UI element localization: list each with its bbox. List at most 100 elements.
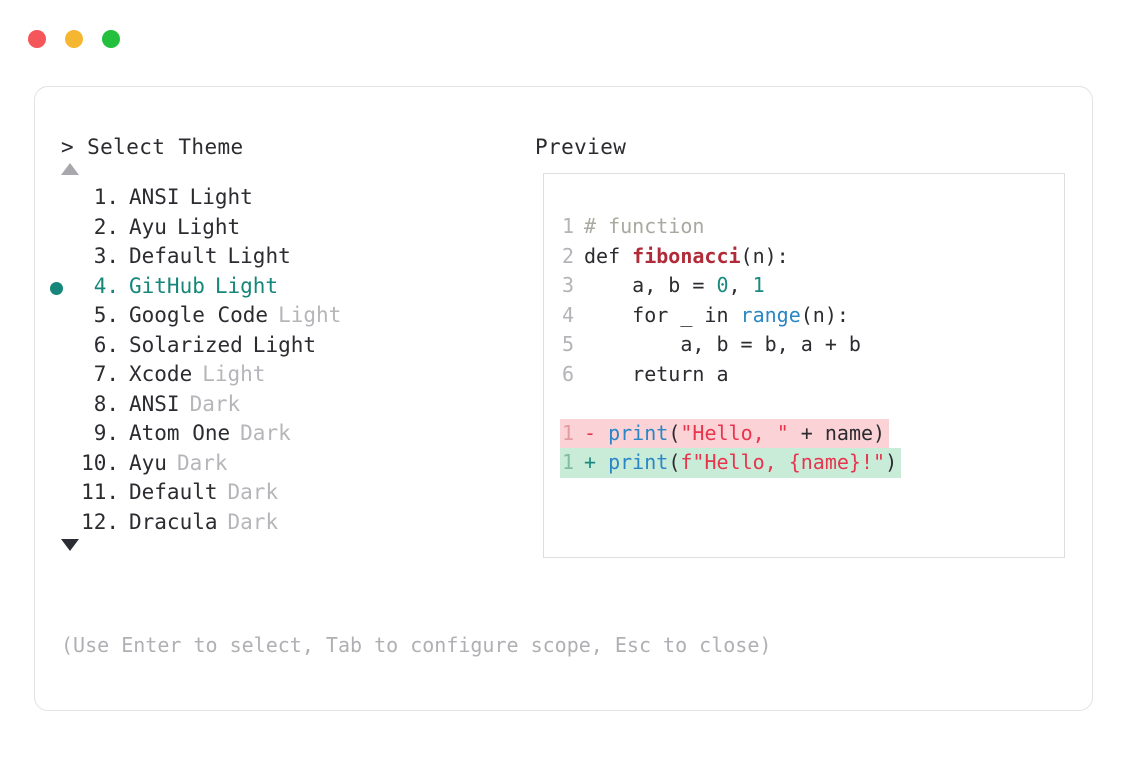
theme-list-item[interactable]: 10. Ayu Dark	[35, 451, 505, 481]
code-token: -	[584, 420, 609, 445]
theme-item-index: 6.	[81, 332, 119, 357]
selected-bullet-icon	[49, 281, 63, 295]
theme-item-variant: Dark	[227, 480, 279, 504]
code-token: + name)	[788, 420, 886, 445]
code-token: (	[668, 420, 681, 445]
code-token: 1	[752, 273, 765, 297]
code-line-number: 1	[561, 450, 574, 474]
theme-list-item[interactable]: 6. Solarized Light	[35, 333, 505, 363]
diff-added-line: 1 + print(f"Hello, {name}!")	[560, 448, 902, 478]
code-diff-line-wrapper: 1- print("Hello, " + name)	[560, 418, 901, 448]
theme-item-index: 5.	[81, 303, 119, 327]
theme-picker-card: > Select Theme Preview 1. ANSI Light 2. Ayu…	[34, 86, 1093, 711]
code-token: f"Hello, {name}!"	[680, 450, 886, 474]
code-token: )	[885, 450, 898, 474]
theme-item-index: 4.	[81, 273, 119, 298]
theme-item-name: ANSI	[129, 391, 180, 416]
theme-item-name: GitHub	[129, 273, 205, 298]
theme-item-index: 11.	[81, 480, 119, 504]
triangle-up-icon[interactable]	[61, 163, 79, 175]
code-line-number: 3	[561, 273, 574, 297]
theme-item-name: Default	[129, 244, 218, 268]
code-token: range	[740, 302, 801, 327]
code-line: 5 a, b = b, a + b	[560, 330, 901, 360]
theme-item-index: 12.	[81, 509, 119, 534]
diff-removed-line: 1- print("Hello, " + name)	[560, 418, 890, 448]
code-line: 1# function	[560, 212, 901, 242]
code-line: 4 for _ in range(n):	[560, 301, 901, 331]
theme-item-variant: Light	[252, 332, 317, 357]
code-token: print	[608, 420, 669, 445]
code-token: return a	[584, 361, 729, 386]
theme-item-name: Solarized	[129, 332, 243, 357]
theme-item-variant: Light	[202, 362, 266, 386]
theme-list-item[interactable]: 8. ANSI Dark	[35, 392, 505, 422]
theme-item-index: 9.	[81, 421, 119, 445]
code-token: +	[584, 450, 609, 474]
theme-list-item[interactable]: 1. ANSI Light	[35, 185, 505, 215]
theme-item-variant: Light	[278, 303, 342, 327]
code-line: 6 return a	[560, 360, 901, 390]
code-line-number: 5	[561, 332, 574, 356]
theme-item-index: 2.	[81, 214, 119, 239]
theme-list-item[interactable]: 2. Ayu Light	[35, 215, 505, 245]
select-theme-prompt: > Select Theme	[61, 135, 244, 159]
theme-item-index: 1.	[81, 185, 119, 209]
theme-item-name: Atom One	[129, 421, 231, 445]
triangle-down-icon[interactable]	[61, 539, 79, 551]
theme-item-name: Default	[129, 480, 218, 504]
code-token: ,	[728, 273, 753, 297]
code-line-number: 4	[561, 302, 574, 327]
code-token: print	[608, 450, 669, 474]
code-diff-line-wrapper: 1 + print(f"Hello, {name}!")	[560, 448, 902, 478]
code-token: (n):	[800, 302, 849, 327]
selection-bullet-cell	[35, 281, 77, 295]
theme-item-variant: Light	[176, 214, 241, 239]
theme-list-item[interactable]: 5. Google Code Light	[35, 303, 505, 333]
code-token: 0	[716, 273, 729, 297]
theme-list-item[interactable]: 3. Default Light	[35, 244, 505, 274]
code-line: 3 a, b = 0, 1	[560, 271, 901, 301]
window-controls	[28, 30, 120, 48]
maximize-button[interactable]	[102, 30, 120, 48]
theme-item-name: Ayu	[129, 450, 167, 475]
code-blank-line	[560, 389, 901, 419]
theme-item-name: Dracula	[129, 509, 218, 534]
theme-item-name: Xcode	[129, 362, 193, 386]
code-token: "Hello, "	[680, 420, 789, 445]
keyboard-hint: (Use Enter to select, Tab to configure s…	[61, 633, 772, 657]
theme-item-name: ANSI	[129, 185, 180, 209]
code-token: a, b = b, a + b	[584, 332, 861, 356]
theme-list-item[interactable]: 9. Atom One Dark	[35, 421, 505, 451]
theme-item-name: Ayu	[129, 214, 167, 239]
code-line-number: 6	[561, 361, 574, 386]
code-token: (	[668, 450, 681, 474]
code-token: # function	[584, 214, 705, 238]
preview-title: Preview	[535, 135, 627, 159]
theme-item-name: Google Code	[129, 303, 269, 327]
code-line-number: 1	[561, 420, 574, 445]
theme-item-variant: Light	[189, 185, 253, 209]
theme-list-item[interactable]: 11. Default Dark	[35, 480, 505, 510]
theme-item-index: 10.	[81, 450, 119, 475]
code-token: for _ in	[584, 302, 741, 327]
theme-item-variant: Dark	[189, 391, 241, 416]
close-button[interactable]	[28, 30, 46, 48]
code-line-number: 2	[561, 243, 574, 268]
theme-item-index: 8.	[81, 391, 119, 416]
theme-item-variant: Light	[227, 244, 291, 268]
minimize-button[interactable]	[65, 30, 83, 48]
code-token: def	[584, 243, 633, 268]
code-token: a, b =	[584, 273, 717, 297]
theme-item-variant: Dark	[176, 450, 228, 475]
theme-item-index: 3.	[81, 244, 119, 268]
theme-item-variant: Dark	[240, 421, 291, 445]
